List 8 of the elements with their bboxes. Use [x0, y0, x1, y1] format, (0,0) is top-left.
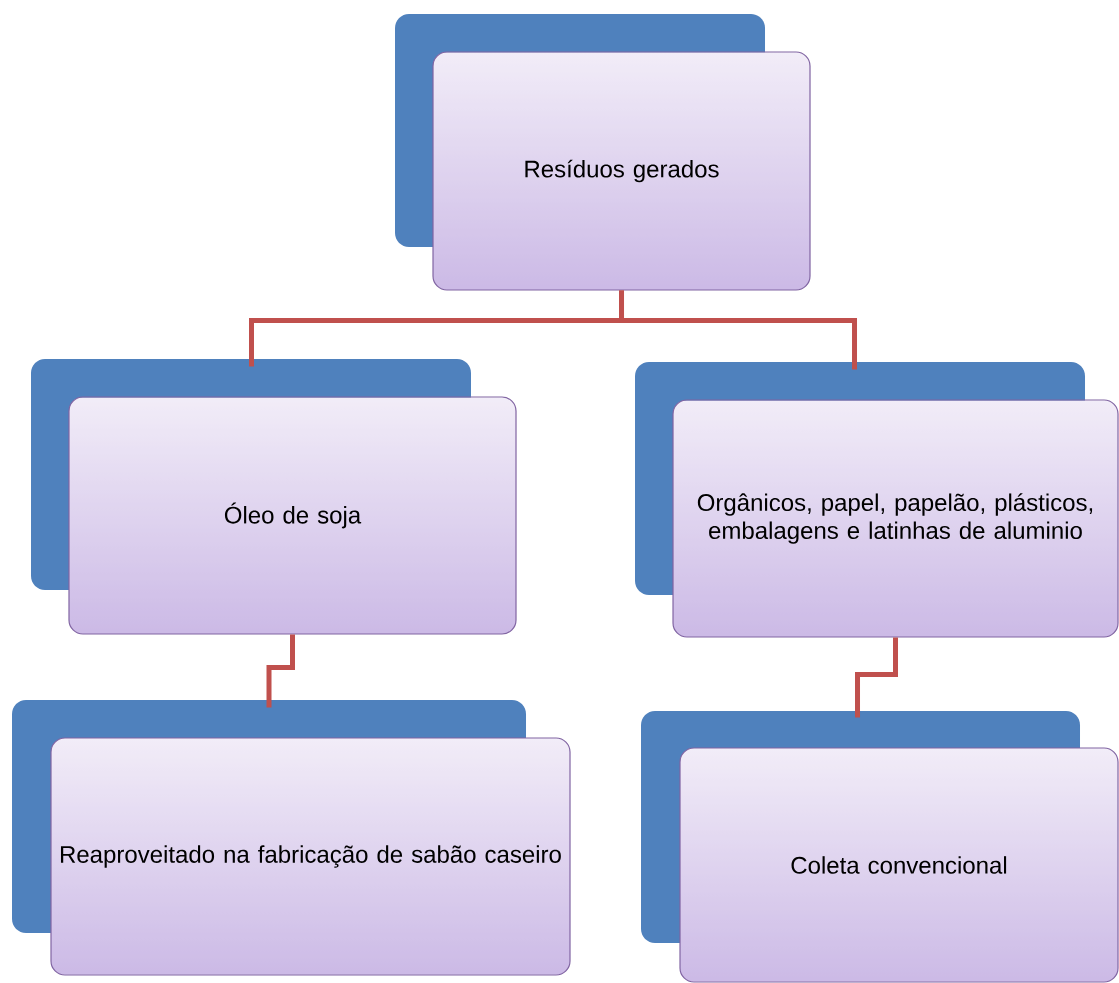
- connector-line: [619, 290, 857, 370]
- process-box: Orgânicos, papel, papelão, plásticos, embalagens e latinhas de aluminio: [635, 362, 1119, 638]
- process-box: Resíduos gerados: [395, 14, 811, 291]
- process-box: Coleta convencional: [641, 711, 1119, 983]
- process-box: Reaproveitado na fabricação de sabão caseiro: [12, 700, 571, 976]
- process-box: Óleo de soja: [31, 359, 517, 635]
- connector-line: [855, 637, 898, 718]
- connector-line: [266, 634, 295, 708]
